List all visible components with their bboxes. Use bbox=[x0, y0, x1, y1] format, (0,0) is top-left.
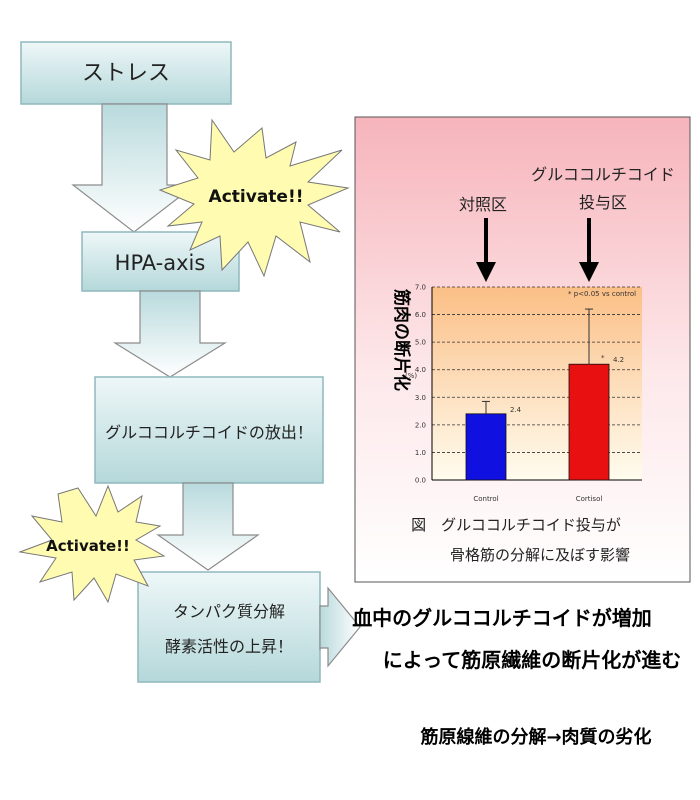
plot-area bbox=[432, 287, 642, 480]
flow-box-glucocorticoid: グルココルチコイドの放出！ bbox=[94, 376, 324, 484]
chart-panel: 対照区 グルココルチコイド 投与区 筋肉の断片化 (%) 0.0 1.0 2.0 3.… bbox=[354, 116, 691, 583]
x-tick-label: Cortisol bbox=[576, 495, 603, 503]
y-tick-label: 5.0 bbox=[415, 339, 426, 347]
y-tick-label: 0.0 bbox=[415, 477, 426, 485]
down-arrow-2 bbox=[112, 290, 228, 378]
flow-step-hpa: HPA-axis bbox=[115, 251, 206, 275]
flow-step-release: グルココルチコイドの放出！ bbox=[105, 423, 313, 442]
y-tick-label: 3.0 bbox=[415, 394, 426, 402]
flow-box-hpa: HPA-axis bbox=[81, 231, 240, 292]
down-arrow-3 bbox=[156, 482, 260, 571]
y-tick-label: 4.0 bbox=[415, 366, 426, 374]
caption-line-1: 図 グルココルチコイド投与が bbox=[411, 516, 621, 534]
significance-marker: * bbox=[601, 354, 605, 362]
down-arrow-icon-treatment bbox=[579, 218, 599, 282]
y-tick-label: 1.0 bbox=[415, 449, 426, 457]
caption-line-2: 骨格筋の分解に及ぼす影響 bbox=[450, 546, 630, 564]
conclusion-line-1: 血中のグルココルチコイドが増加 bbox=[352, 606, 652, 630]
down-arrow-1 bbox=[71, 103, 197, 233]
activate-label-upper: Activate!! bbox=[209, 187, 304, 207]
flow-box-protease: タンパク質分解 酵素活性の上昇！ bbox=[137, 571, 321, 683]
y-axis-label: 筋肉の断片化 bbox=[391, 288, 412, 391]
data-label: 2.4 bbox=[510, 406, 522, 414]
label-treatment-group-1: グルココルチコイド bbox=[531, 165, 675, 184]
label-control-group: 対照区 bbox=[459, 195, 507, 214]
bar-control bbox=[465, 413, 507, 481]
conclusion-line-3: 筋原線維の分解→肉質の劣化 bbox=[420, 726, 651, 748]
flow-step-protease-2: 酵素活性の上昇！ bbox=[165, 637, 293, 656]
activate-label-lower: Activate!! bbox=[46, 537, 130, 555]
y-axis-unit: (%) bbox=[405, 372, 417, 380]
activate-burst-lower: Activate!! bbox=[18, 484, 166, 604]
conclusion-line-2: によって筋原繊維の断片化が進む bbox=[383, 648, 681, 672]
bar-cortisol bbox=[568, 363, 610, 481]
data-label: 4.2 bbox=[613, 356, 624, 364]
right-arrow bbox=[319, 586, 361, 668]
flow-step-protease-1: タンパク質分解 bbox=[173, 602, 285, 621]
starburst-icon bbox=[18, 484, 166, 604]
label-treatment-group-2: 投与区 bbox=[579, 193, 627, 212]
x-tick-label: Control bbox=[473, 495, 498, 503]
flow-box-stress: ストレス bbox=[20, 41, 232, 105]
y-tick-label: 7.0 bbox=[415, 284, 426, 292]
activate-burst-upper: Activate!! bbox=[158, 118, 350, 278]
starburst-icon bbox=[158, 118, 350, 278]
y-tick-label: 2.0 bbox=[415, 421, 426, 429]
down-arrow-icon-control bbox=[476, 218, 496, 282]
y-tick-label: 6.0 bbox=[415, 311, 426, 319]
flow-step-stress: ストレス bbox=[82, 61, 170, 86]
significance-note: * p<0.05 vs control bbox=[568, 290, 636, 298]
